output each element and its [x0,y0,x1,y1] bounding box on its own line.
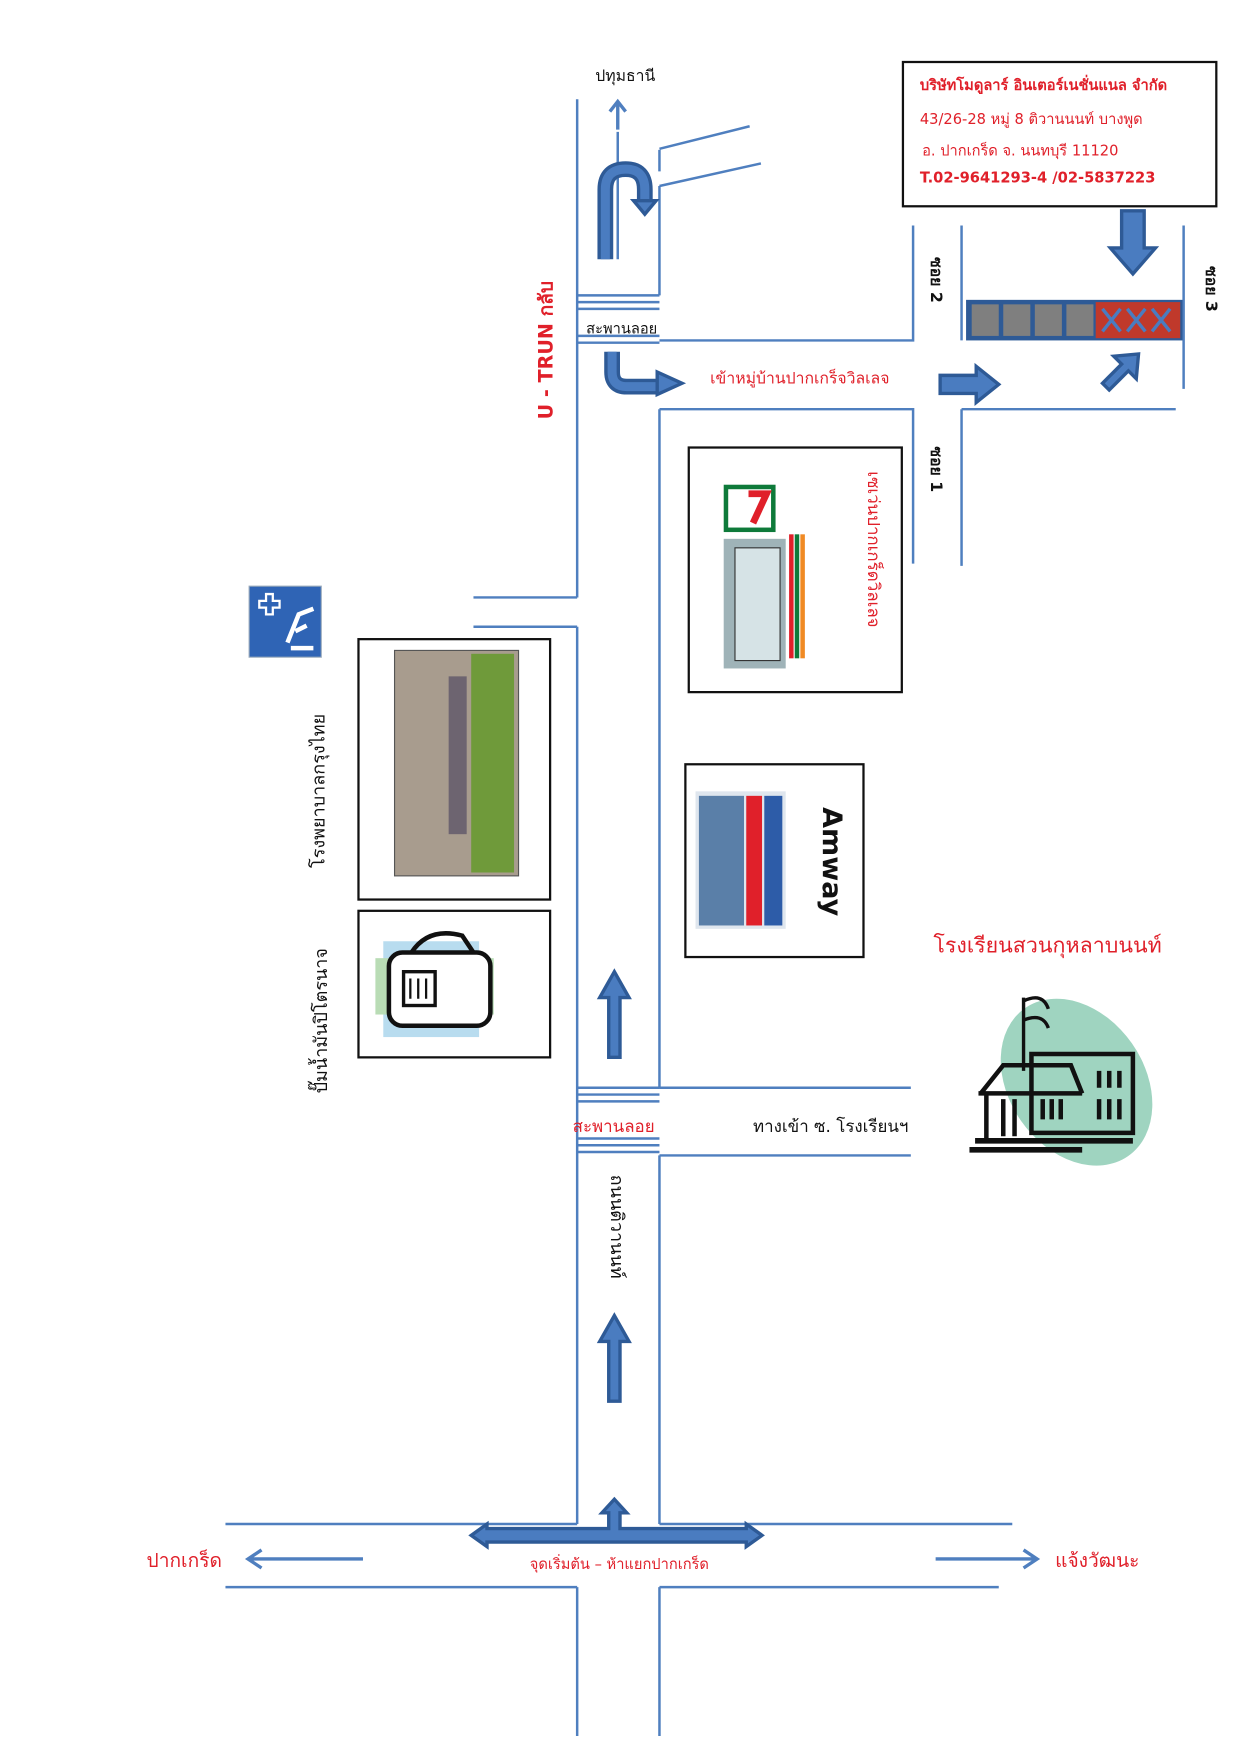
factory-buildings [966,299,1183,341]
hospital-sign-icon [248,585,322,658]
company-name: บริษัทโมดูลาร์ อินเตอร์เนชั่นแนล จำกัด [920,74,1167,95]
label-seven-eleven: เซเว่นปากเกร็ดวิลเลจ [864,471,884,627]
arrow-diagonal-icon [1100,352,1141,393]
label-village-entry: เข้าหมู่บ้านปากเกร็จวิลเลจ [710,367,889,388]
arrow-north-icon [608,98,627,130]
turn-right-arrow-icon [604,351,687,398]
label-school: โรงเรียนสวนกุหลาบนนท์ [933,933,1161,959]
arrow-east-icon [935,1548,1041,1570]
school-building-icon [969,996,1153,1166]
arrow-up-icon [596,968,632,1060]
phone: T.02-9641293-4 /02-5837223 [920,170,1156,187]
label-start-point: จุดเริ่มต้น – ห้าแยกปากเกร็ด [530,1554,709,1573]
u-turn-arrow-icon [597,161,660,260]
arrow-down-icon [1106,209,1160,277]
label-soi3: ซอย 3 [1202,266,1221,312]
amway-store-image [695,791,786,929]
label-amway: Amway [816,807,847,917]
label-soi1: ซอย 1 [927,446,946,492]
label-hospital: โรงพยาบาลกรุงไทย [308,714,330,868]
arrow-up-icon [596,1312,632,1403]
label-soi2: ซอย 2 [927,257,946,303]
seven-eleven-store-image [723,484,805,669]
label-east: แจ้งวัฒนะ [1055,1549,1139,1572]
label-school-entry: ทางเข้า ซ. โรงเรียนฯ [753,1116,908,1136]
start-double-arrow-icon [468,1496,765,1550]
label-bridge-top: สะพานลอย [586,321,657,338]
label-gas-station: ปั๊มน้ำมันปิโตรนาจ [307,948,332,1093]
arrow-right-icon [938,362,1002,406]
gas-pump-icon [375,931,494,1038]
hospital-photo [393,649,520,877]
label-north: ปทุมธานี [595,66,655,86]
arrow-west-icon [244,1548,363,1570]
label-u-turn: U - TRUN กลับ [534,281,557,419]
label-bridge-bottom: สะพานลอย [573,1116,655,1136]
label-road-name: ถนนติวานนท์ [606,1175,627,1279]
roads [225,99,1185,1736]
label-west: ปากเกร็ด [147,1548,222,1572]
address-box [901,60,1218,208]
address-line1: 43/26-28 หมู่ 8 ติวานนนท์ บางพูด [920,111,1143,128]
address-line2: อ. ปากเกร็ด จ. นนทบุรี 11120 [922,141,1118,160]
